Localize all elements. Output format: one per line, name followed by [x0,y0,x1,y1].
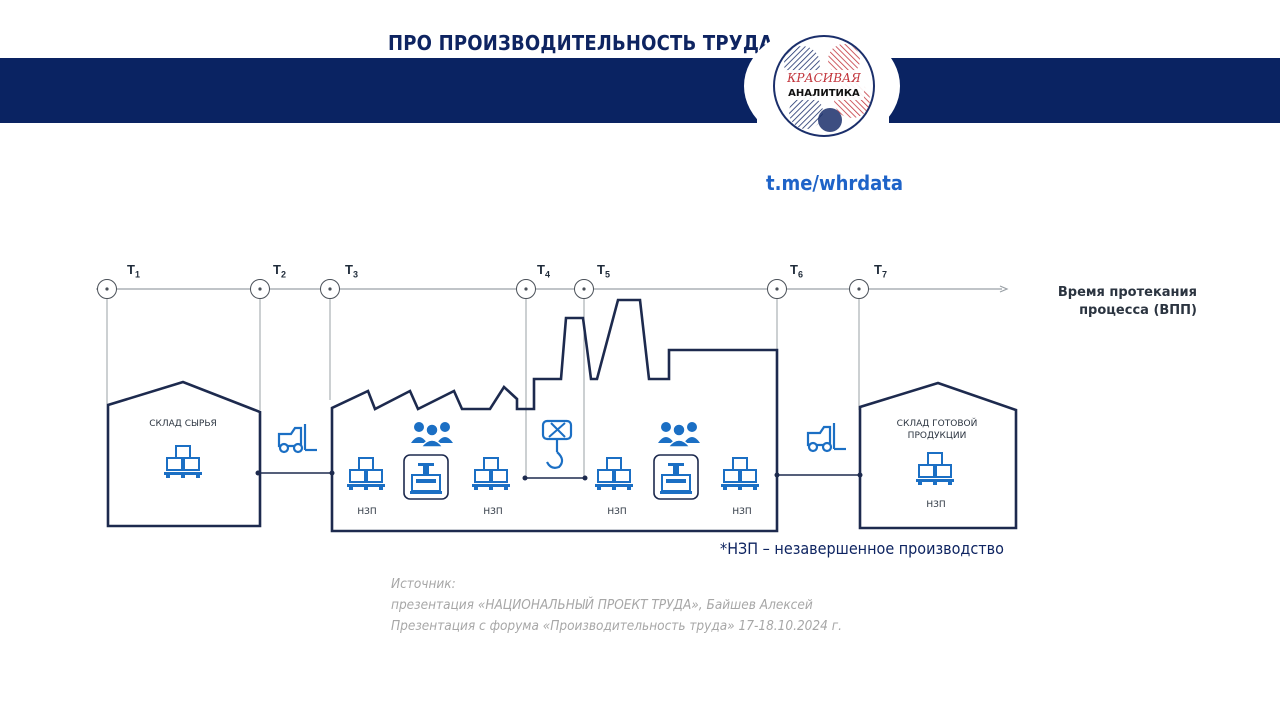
source-line-2: презентация «НАЦИОНАЛЬНЫЙ ПРОЕКТ ТРУДА»,… [391,597,813,613]
timeline-label-2: T2 [273,262,286,280]
logo: КРАСИВАЯ АНАЛИТИКА [773,35,875,137]
workers-icon [410,421,454,448]
timeline-label-4: T4 [537,262,550,280]
timeline-label-1: T1 [127,262,140,280]
wip-label: НЗП [483,507,503,517]
timeline-label-5: T5 [597,262,610,280]
factory-building [330,298,779,533]
raw-warehouse-label: СКЛАД СЫРЬЯ [149,419,217,429]
crane-hook-icon [541,419,573,469]
timeline-label-3: T3 [345,262,358,280]
timeline-label-6: T6 [790,262,803,280]
finished-warehouse-label-line1: СКЛАД ГОТОВОЙ [896,419,978,429]
timeline-marker-6 [767,279,787,299]
wip-label: НЗП [607,507,627,517]
wip-label: НЗП [357,507,377,517]
logo-text-2: АНАЛИТИКА [788,88,860,99]
source-block: Источник: презентация «НАЦИОНАЛЬНЫЙ ПРОЕ… [391,574,951,637]
pallet-icon [163,445,203,479]
machine-tool-icon [403,454,449,500]
raw-warehouse-building [106,380,262,528]
timeline-marker-1 [97,279,117,299]
pallet-icon [720,457,760,491]
timeline-marker-5 [574,279,594,299]
finished-warehouse-label-line2: ПРОДУКЦИИ [907,431,967,441]
header-band-left [0,58,757,123]
wip-label: НЗП [926,500,946,510]
timeline-arrow [999,285,1009,293]
telegram-link[interactable]: t.me/whrdata [766,171,904,195]
timeline-axis-label: Время протекания процесса (ВПП) [1000,284,1197,320]
timeline-marker-3 [320,279,340,299]
timeline-marker-7 [849,279,869,299]
timeline-marker-2 [250,279,270,299]
pallet-icon [346,457,386,491]
forklift-icon [806,421,848,453]
pallet-icon [915,452,955,486]
page-title: ПРО ПРОИЗВОДИТЕЛЬНОСТЬ ТРУДА [388,31,774,55]
header-band-right [889,58,1280,123]
wip-footnote: *НЗП – незавершенное производство [720,539,1004,558]
finished-warehouse-building [858,381,1018,530]
logo-text-1: КРАСИВАЯ [786,71,861,85]
timeline-label-7: T7 [874,262,887,280]
pallet-icon [471,457,511,491]
timeline-axis-label-line2: процесса (ВПП) [1079,303,1197,318]
finished-warehouse-label: СКЛАД ГОТОВОЙ ПРОДУКЦИИ [878,418,996,442]
machine-tool-icon [653,454,699,500]
timeline-marker-4 [516,279,536,299]
pallet-icon [594,457,634,491]
source-line-1: Источник: [391,576,456,592]
source-line-3: Презентация с форума «Производительность… [391,618,842,634]
timeline-axis-label-line1: Время протекания [1057,285,1197,300]
wip-label: НЗП [732,507,752,517]
forklift-icon [277,422,319,454]
workers-icon [657,421,701,448]
